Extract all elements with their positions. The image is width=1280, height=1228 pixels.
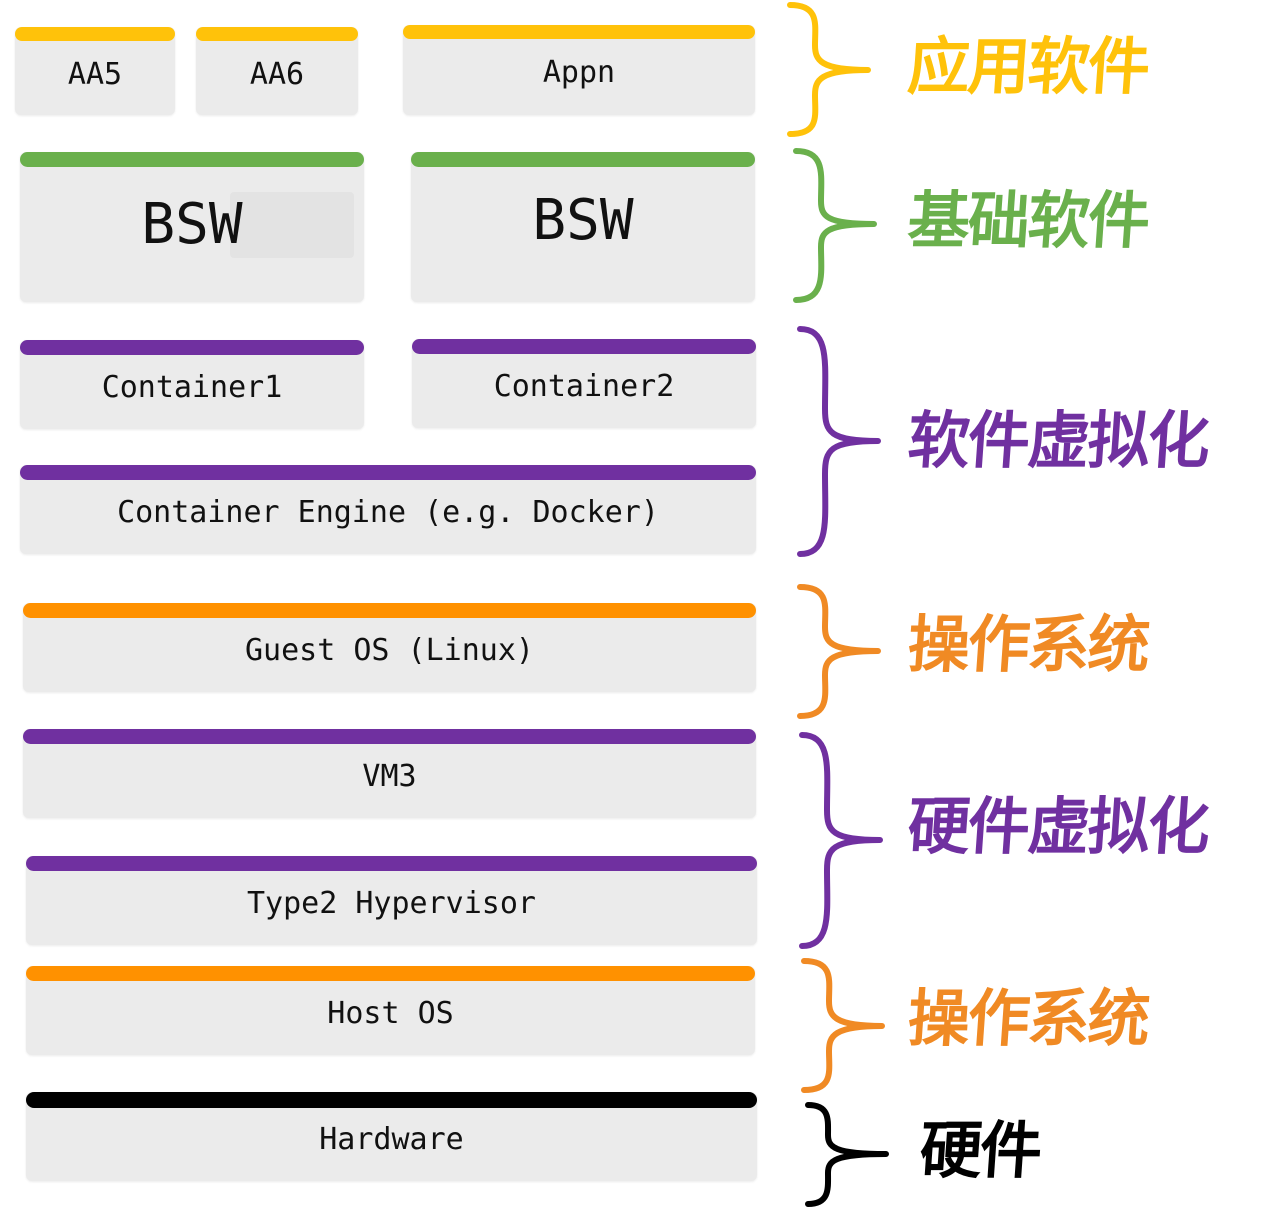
aa6-box: AA6 (196, 27, 358, 115)
guest-os-label: Guest OS (Linux) (245, 633, 534, 668)
hardware-box: Hardware (26, 1092, 757, 1181)
vm3-bar (23, 729, 756, 744)
container-engine-bar (20, 465, 756, 480)
bsw-bar-1 (20, 152, 364, 167)
appn-bar (403, 25, 755, 39)
guest-os-box: Guest OS (Linux) (23, 603, 756, 692)
brace-software-virtualization (797, 326, 881, 557)
aa6-label: AA6 (249, 57, 305, 92)
bsw-box-1: BSW (20, 152, 364, 302)
aa5-bar (15, 27, 175, 41)
brace-application (787, 2, 871, 137)
container2-box: Container2 (412, 339, 756, 428)
hardware-bar (26, 1092, 757, 1108)
host-os-bar (26, 966, 755, 981)
type2-hypervisor-box: Type2 Hypervisor (26, 856, 757, 945)
hardware-label: Hardware (319, 1122, 464, 1157)
appn-label: Appn (542, 55, 616, 90)
bsw-bar-2 (411, 152, 755, 167)
brace-hardware-virtualization (799, 732, 883, 949)
aa5-label: AA5 (67, 57, 123, 92)
container1-bar (20, 340, 364, 355)
aa6-bar (196, 27, 358, 41)
container1-label: Container1 (101, 370, 283, 405)
appn-box: Appn (403, 25, 755, 115)
container2-label: Container2 (493, 369, 675, 404)
layer-guest-operating-system: 操作系统 (905, 608, 1151, 681)
container1-box: Container1 (20, 340, 364, 429)
host-os-label: Host OS (327, 996, 454, 1031)
aa5-box: AA5 (15, 27, 175, 115)
bsw-label-2: BSW (532, 188, 634, 253)
container2-bar (412, 339, 756, 354)
host-os-box: Host OS (26, 966, 755, 1055)
layer-hardware: 硬件 (917, 1114, 1043, 1187)
layer-basic-software: 基础软件 (905, 184, 1151, 257)
vm3-box: VM3 (23, 729, 756, 818)
guest-os-bar (23, 603, 756, 618)
vm3-label: VM3 (362, 759, 417, 794)
layer-host-operating-system: 操作系统 (905, 982, 1151, 1055)
brace-host-os (801, 958, 885, 1093)
layer-hardware-virtualization: 硬件虚拟化 (905, 790, 1211, 863)
layer-application-software: 应用软件 (905, 30, 1151, 103)
bsw-label-1: BSW (141, 192, 243, 257)
container-engine-label: Container Engine (e.g. Docker) (117, 495, 659, 530)
brace-basic (793, 148, 877, 303)
container-engine-box: Container Engine (e.g. Docker) (20, 465, 756, 554)
type2-hypervisor-label: Type2 Hypervisor (247, 886, 536, 921)
type2-hypervisor-bar (26, 856, 757, 871)
bsw-box-2: BSW (411, 152, 755, 302)
brace-hardware (805, 1102, 889, 1207)
layer-software-virtualization: 软件虚拟化 (905, 404, 1211, 477)
bsw-shade (230, 192, 354, 258)
brace-guest-os (797, 584, 881, 719)
